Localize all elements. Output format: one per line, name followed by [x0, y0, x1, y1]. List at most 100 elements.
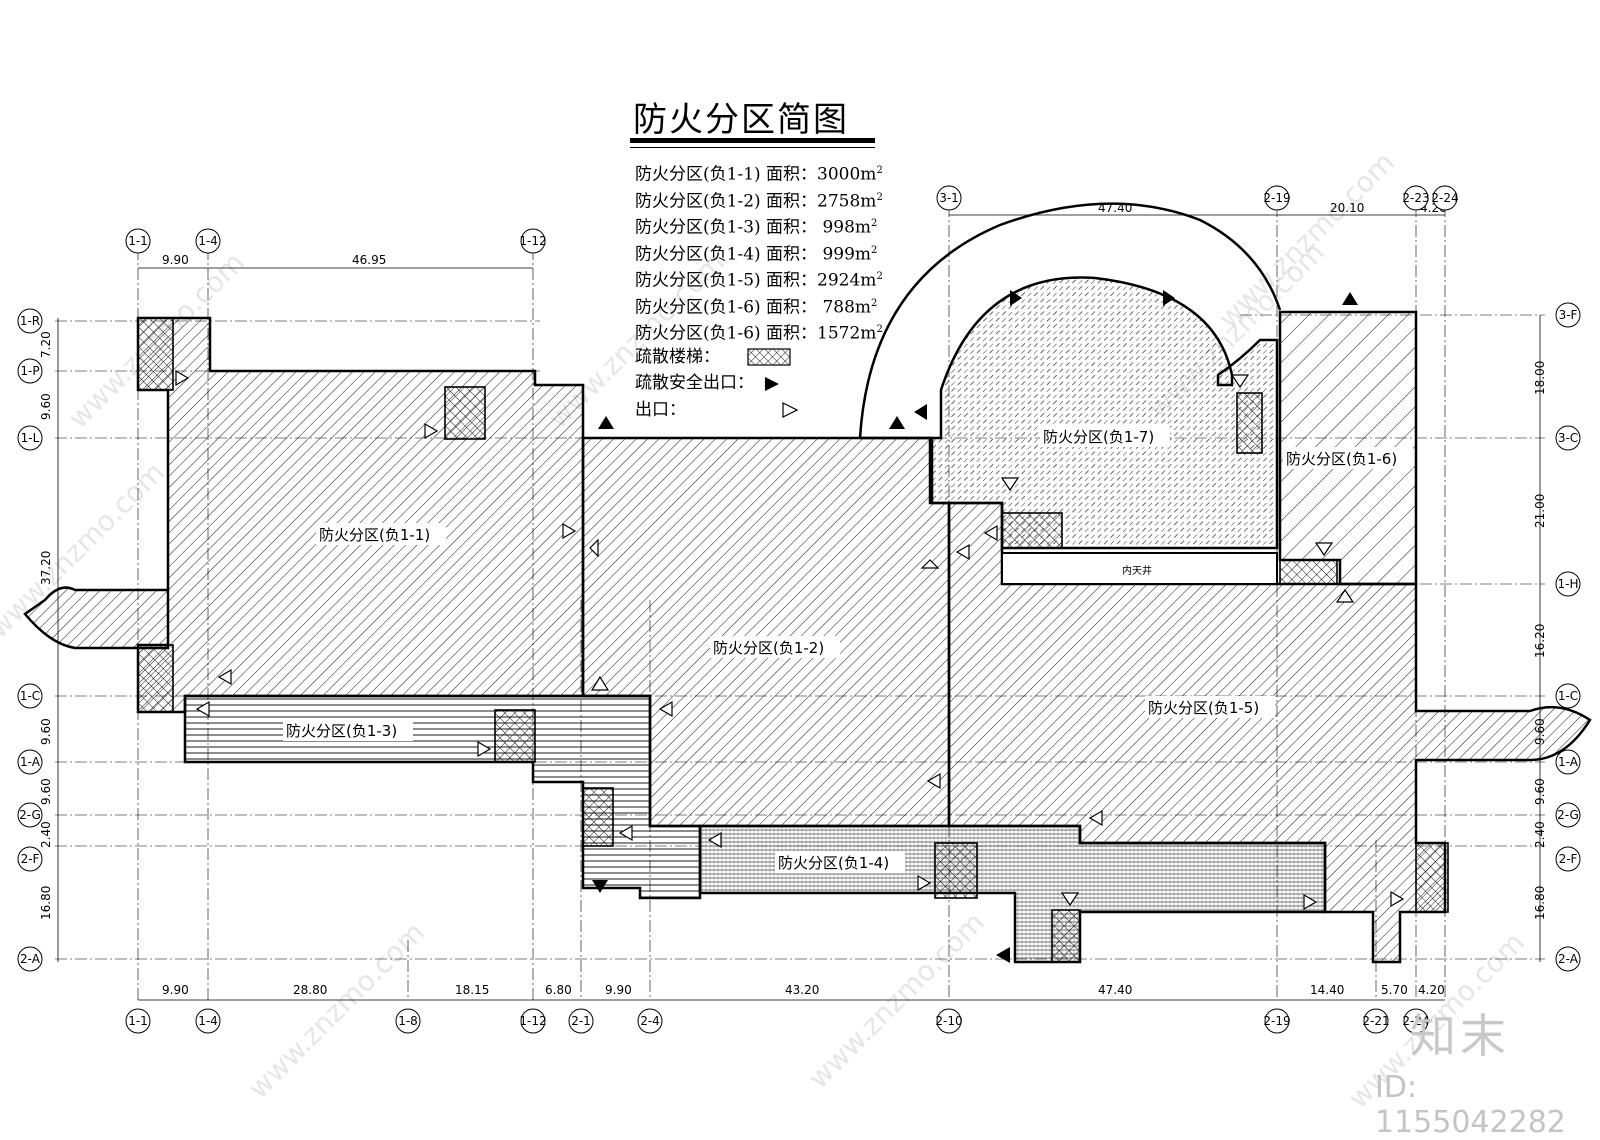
dim-label: 2.40 [1533, 821, 1547, 848]
legend-area-sup: 2 [871, 297, 878, 309]
legend-area-value: 1572m [817, 323, 877, 344]
dim-label: 43.20 [785, 983, 819, 997]
zone-4-label: 防火分区(负1-4) [778, 854, 889, 872]
legend-area-row: 防火分区(负1-2) 面积：2758m2 [635, 185, 883, 212]
axis-label: 2-23 [1402, 191, 1429, 205]
zone-2-label: 防火分区(负1-2) [713, 639, 824, 657]
axis-label: 2-G [1557, 808, 1579, 822]
exit-arrow-icon [782, 402, 799, 418]
legend-area-value: 999m [822, 244, 872, 265]
dims-left: 7.20 9.60 37.20 9.60 9.60 2.40 16.80 [39, 331, 53, 920]
axis-label: 2-1 [571, 1014, 591, 1028]
legend-area-sup: 2 [876, 165, 883, 176]
legend-area-label: 防火分区(负1-6) 面积： [635, 323, 818, 344]
zone-1-label: 防火分区(负1-1) [319, 526, 430, 544]
dim-label: 16.80 [1533, 886, 1547, 920]
axis-labels: 1-1 1-4 1-12 3-1 2-19 2-23 2-24 1-1 1-4 … [19, 191, 1579, 1028]
dim-label: 9.60 [39, 718, 53, 745]
axis-label: 1-1 [128, 234, 148, 248]
legend-area-row: 防火分区(负1-1) 面积：3000m2 [635, 158, 883, 185]
watermark-text: www.znzmo.com [1212, 146, 1401, 335]
dim-label: 37.20 [39, 551, 53, 585]
axis-label: 1-A [20, 755, 41, 769]
axis-label: 2-24 [1402, 1014, 1429, 1028]
legend-area-sup: 2 [871, 218, 878, 229]
zone-5-label: 防火分区(负1-5) [1148, 699, 1259, 717]
axis-label: 1-4 [198, 1014, 218, 1028]
axis-label: 3-1 [939, 191, 959, 205]
axis-label: 2-19 [1263, 1014, 1290, 1028]
dim-label: 9.90 [162, 253, 189, 267]
dim-label: 9.60 [1533, 718, 1547, 745]
legend-stair-label: 疏散楼梯： [635, 346, 720, 367]
dimension-lines [57, 214, 1541, 1001]
legend-area-row: 防火分区(负1-5) 面积：2924m2 [635, 264, 883, 291]
dim-label: 47.40 [1098, 983, 1132, 997]
dim-label: 16.80 [39, 886, 53, 920]
axis-label: 2-4 [640, 1014, 660, 1028]
axis-label: 1-1 [128, 1014, 148, 1028]
diagram-title: 防火分区简图 [633, 100, 849, 140]
axis-label: 1-R [20, 314, 40, 328]
legend-area-label: 防火分区(负1-2) 面积： [635, 191, 818, 212]
legend-area-sup: 2 [876, 271, 883, 282]
safe-exit-arrow-icon [765, 376, 780, 391]
dim-label: 9.90 [605, 983, 632, 997]
legend-exit-row: 出口： [635, 397, 883, 424]
brand-logo: 知末 [1410, 1009, 1510, 1063]
legend-area-row: 防火分区(负1-4) 面积： 999m2 [635, 238, 883, 265]
axis-label: 2-A [20, 952, 41, 966]
axis-label: 2-F [1559, 852, 1578, 866]
dim-label: 18.15 [455, 983, 489, 997]
dim-label: 9.90 [162, 983, 189, 997]
axis-label: 2-F [21, 852, 40, 866]
legend-safe-exit-label: 疏散安全出口： [635, 373, 754, 393]
dim-label: 9.60 [39, 393, 53, 420]
zone-7-label: 防火分区(负1-7) [1043, 428, 1154, 446]
dim-label: 28.80 [293, 983, 327, 997]
zone-3-shape [183, 694, 702, 900]
axis-label: 1-C [1558, 689, 1578, 703]
legend-area-row: 防火分区(负1-6) 面积： 788m2 [635, 291, 883, 318]
legend-safe-exit-row: 疏散安全出口： [635, 370, 883, 397]
legend-area-value: 788m [822, 297, 872, 318]
dim-label: 20.10 [1330, 201, 1364, 215]
stairs [137, 317, 1449, 963]
dim-label: 7.20 [39, 331, 53, 358]
dim-label: 47.40 [1098, 201, 1132, 215]
legend-area-row: 防火分区(负1-3) 面积： 998m2 [635, 211, 883, 238]
title-underline-thin [630, 147, 875, 148]
axis-label: 2-24 [1431, 191, 1458, 205]
legend-area-row: 防火分区(负1-6) 面积：1572m2 [635, 317, 883, 344]
zone-4-shape [698, 824, 1327, 964]
axis-label: 1-H [1558, 577, 1579, 591]
zone-7-shape [858, 202, 1282, 550]
dim-label: 46.95 [352, 253, 386, 267]
legend-area-label: 防火分区(负1-5) 面积： [635, 270, 818, 291]
axis-label: 3-C [1558, 431, 1578, 445]
zone-3-label: 防火分区(负1-3) [286, 722, 397, 740]
dim-label: 9.60 [1533, 778, 1547, 805]
title-underline [630, 138, 875, 143]
axis-bubbles [17, 185, 1581, 1034]
dim-label: 14.40 [1310, 983, 1344, 997]
axis-label: 1-A [1558, 755, 1579, 769]
dim-label: 9.60 [39, 778, 53, 805]
legend-area-value: 2758m [817, 191, 877, 212]
legend-area-sup: 2 [876, 324, 883, 335]
atrium-label: 内天井 [1122, 564, 1152, 577]
axis-label: 1-L [21, 431, 40, 445]
dims-top-left: 9.90 46.95 [162, 253, 386, 267]
axis-label: 2-10 [935, 1014, 962, 1028]
dim-label: 16.20 [1533, 624, 1547, 658]
axis-label: 2-21 [1362, 1014, 1389, 1028]
axis-label: 1-12 [519, 234, 546, 248]
safe-exit-markers [592, 290, 1358, 963]
legend-area-label: 防火分区(负1-6) 面积： [635, 297, 823, 318]
dims-right: 18.00 21.00 16.20 9.60 9.60 2.40 16.80 [1533, 361, 1547, 920]
zone-labels: 防火分区(负1-1) 防火分区(负1-2) 防火分区(负1-3) 防火分区(负1… [283, 425, 1413, 873]
dim-label: 4.20 [1418, 983, 1445, 997]
legend-stair-row: 疏散楼梯： [635, 344, 883, 371]
dim-label: 6.80 [545, 983, 572, 997]
